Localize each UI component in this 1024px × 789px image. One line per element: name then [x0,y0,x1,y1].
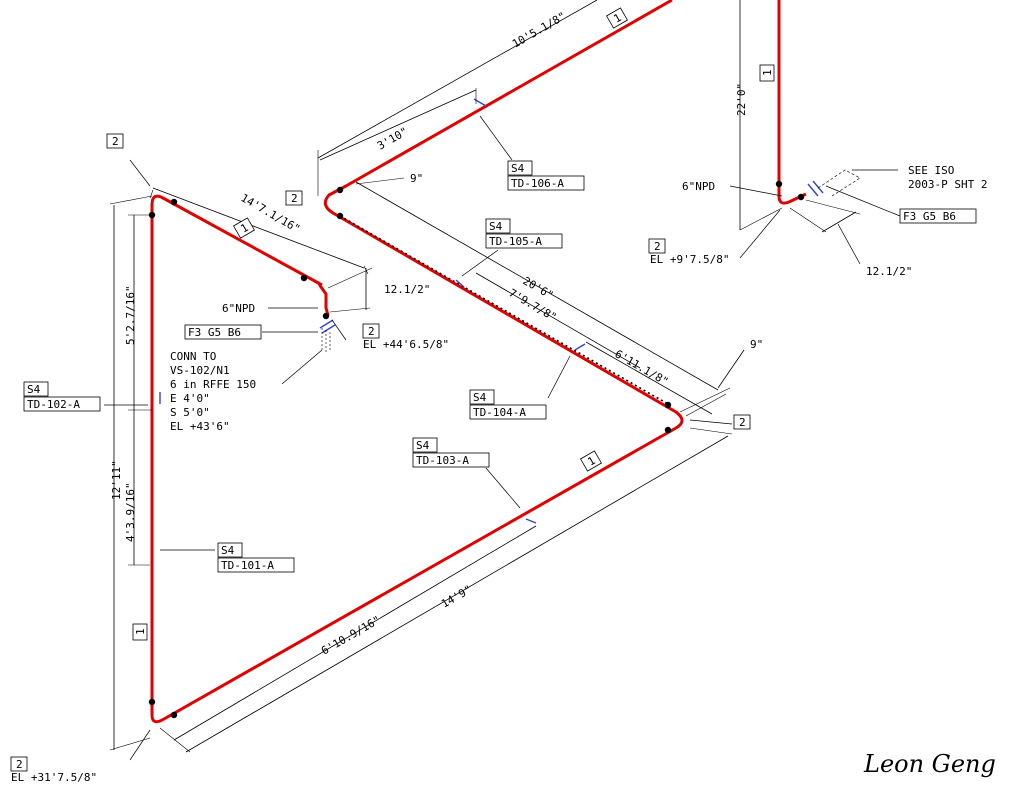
leader-lines [104,115,901,761]
svg-text:TD-101-A: TD-101-A [221,559,274,572]
tag-td-104: S4 TD-104-A [469,389,547,420]
support-mark-icon [455,279,465,288]
weld-dot [170,198,178,206]
svg-text:S4: S4 [221,544,235,557]
dimension-text: 3'10" [375,125,410,153]
weld-dot [664,426,672,434]
svg-text:VS-102/N1: VS-102/N1 [170,364,230,377]
weld-dot [336,212,344,220]
dimension-text: 10'5.1/8" [510,10,568,51]
dimension-text: 12'11" [110,460,123,500]
tag-box [285,190,303,206]
weld-dot [797,193,805,201]
support-mark-icon [574,343,586,351]
svg-text:S4: S4 [416,439,430,452]
weld-dot [322,312,330,320]
see-iso-line2: 2003-P SHT 2 [908,178,987,191]
flange-spec-box [184,324,262,340]
svg-text:EL +43'6": EL +43'6" [170,420,230,433]
flange-right-icon [807,180,824,197]
tag-td-103: S4 TD-103-A [412,437,490,468]
svg-text:TD-102-A: TD-102-A [27,398,80,411]
flange-spec-box [899,208,977,224]
npd-left: 6"NPD [222,302,255,315]
svg-text:S4: S4 [27,383,41,396]
tag-td-105: S4 TD-105-A [485,218,563,249]
segment-tag: 1 [233,217,255,239]
segment-tag: 1 [132,623,148,641]
weld-dot [775,180,783,188]
dimension-text: 9" [410,172,423,185]
segment-tag: 1 [759,64,775,82]
weld-points [148,180,805,719]
tag-text: 2 [368,325,375,338]
tag-box [648,238,666,254]
flange-centerline [321,328,331,352]
tag-text: 2 [16,758,23,771]
svg-text:CONN TO: CONN TO [170,350,216,363]
tag-td-102: S4 TD-102-A [23,381,101,412]
dimension-text: 14'9" [439,583,474,611]
weld-dot [148,698,156,706]
svg-text:TD-103-A: TD-103-A [416,454,469,467]
connection-note: CONN TO VS-102/N1 6 in RFFE 150 E 4'0" S… [170,350,256,433]
dimension-text: 5'2.7/16" [124,285,137,345]
svg-text:1: 1 [134,628,147,635]
dimension-text: 22'0" [735,83,748,116]
svg-text:TD-106-A: TD-106-A [511,177,564,190]
tag-box [106,133,124,149]
svg-text:E 4'0": E 4'0" [170,392,210,405]
elevation-right: EL +9'7.5/8" [650,253,729,266]
weld-dot [300,274,308,282]
flange-left-icon [319,319,336,334]
tag-td-106: S4 TD-106-A [507,160,585,191]
dimension-text: 9" [750,338,763,351]
pipe-main-loop [150,0,684,724]
segment-tag: 1 [580,450,602,472]
flange-spec-right: F3 G5 B6 [903,210,956,223]
dimension-text: 12.1/2" [384,283,430,296]
dimension-text: 6'10.9/16" [319,613,383,657]
elevation-mid: EL +44'6.5/8" [363,338,449,351]
flanges [159,98,824,524]
svg-text:S4: S4 [473,391,487,404]
flange-spec-left: F3 G5 B6 [188,326,241,339]
author-signature: Leon Geng [863,750,996,778]
dimension-lines [109,0,861,753]
elevation-bottom: EL +31'7.5/8" [11,771,97,784]
svg-text:TD-104-A: TD-104-A [473,406,526,419]
svg-text:1: 1 [761,69,774,76]
tag-text: 2 [291,192,298,205]
tag-box [10,756,28,772]
tag-box [733,414,751,430]
svg-text:6 in RFFE 150: 6 in RFFE 150 [170,378,256,391]
tag-td-101: S4 TD-101-A [217,542,295,573]
svg-text:TD-105-A: TD-105-A [489,235,542,248]
hidden-pipe-line [339,215,669,405]
segment-tag: 1 [606,7,628,29]
dimension-text: 12.1/2" [866,265,912,278]
svg-text:S4: S4 [489,220,503,233]
npd-right: 6"NPD [682,180,715,193]
pipe-top-right-drop [777,0,807,205]
tag-text: 2 [739,416,746,429]
support-mark-icon [525,518,537,524]
dimension-text: 6'11.1/8" [613,347,671,388]
svg-text:S4: S4 [511,162,525,175]
tag-text: 2 [654,240,661,253]
weld-dot [170,711,178,719]
dimension-text: 4'3.9/16" [124,482,137,542]
tag-text: 2 [112,135,119,148]
tag-box [362,323,380,339]
see-iso-line1: SEE ISO [908,164,954,177]
svg-text:S 5'0": S 5'0" [170,406,210,419]
pipe-runs [150,0,807,724]
weld-dot [664,401,672,409]
weld-dot [336,186,344,194]
see-iso-dashed-box [817,169,861,197]
